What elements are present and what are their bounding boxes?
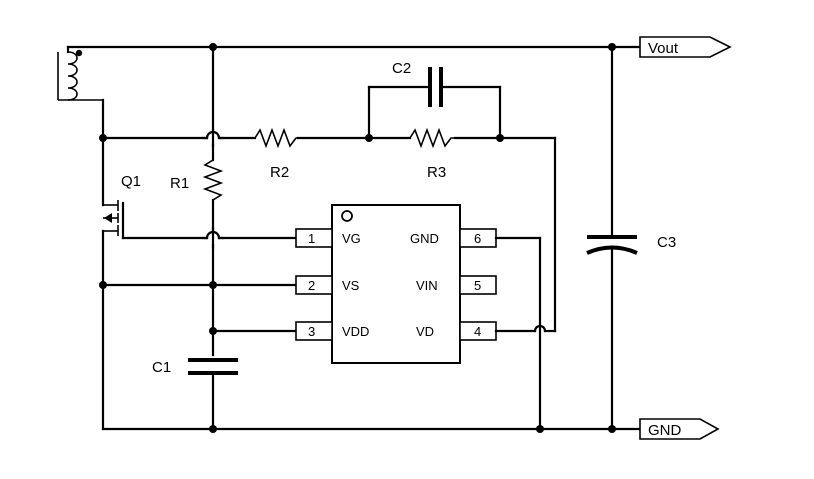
svg-text:4: 4 xyxy=(474,324,481,339)
ic-pin-1: 1 VG xyxy=(295,228,361,248)
inductor xyxy=(57,45,103,101)
ic-pin-3: 3 VDD xyxy=(295,321,369,341)
pin1-indicator xyxy=(341,210,353,222)
junction-dots xyxy=(99,43,616,433)
wire-crossings xyxy=(201,128,225,250)
svg-text:6: 6 xyxy=(474,231,481,246)
gnd-terminal: GND xyxy=(639,418,720,440)
resistor-r3: R3 xyxy=(409,127,455,181)
vout-terminal: Vout xyxy=(639,36,732,58)
c3-label: C3 xyxy=(657,234,676,251)
r3-label: R3 xyxy=(427,164,446,181)
svg-text:VDD: VDD xyxy=(342,324,369,339)
capacitor-c3: C3 xyxy=(586,45,676,431)
ic-pin-5: 5 VIN xyxy=(416,275,497,295)
gnd-label: GND xyxy=(648,422,682,439)
vout-label: Vout xyxy=(648,40,679,57)
mosfet-q1: Q1 xyxy=(101,136,298,431)
capacitor-c1: C1 xyxy=(152,358,238,431)
ic-pin-2: 2 VS xyxy=(295,275,360,295)
svg-text:GND: GND xyxy=(410,231,439,246)
inductor-polarity-dot xyxy=(75,49,83,57)
resistor-r1: R1 xyxy=(170,45,224,357)
controller-ic: 1 VG 2 VS 3 VDD 6 GND 5 VIN 4 VD xyxy=(295,204,497,364)
c1-label: C1 xyxy=(152,359,171,376)
feedback-line xyxy=(101,136,557,333)
svg-text:3: 3 xyxy=(308,324,315,339)
resistor-r2: R2 xyxy=(254,127,298,181)
r1-label: R1 xyxy=(170,175,189,192)
svg-text:VIN: VIN xyxy=(416,278,438,293)
ic-pin-6: 6 GND xyxy=(410,228,497,248)
c2-label: C2 xyxy=(392,60,411,77)
svg-text:2: 2 xyxy=(308,278,315,293)
capacitor-c2: C2 xyxy=(367,60,502,140)
r2-label: R2 xyxy=(270,164,289,181)
svg-text:VD: VD xyxy=(416,324,434,339)
svg-text:1: 1 xyxy=(308,231,315,246)
svg-text:5: 5 xyxy=(474,278,481,293)
svg-text:VG: VG xyxy=(342,231,361,246)
svg-text:VS: VS xyxy=(342,278,360,293)
q1-label: Q1 xyxy=(121,173,141,190)
